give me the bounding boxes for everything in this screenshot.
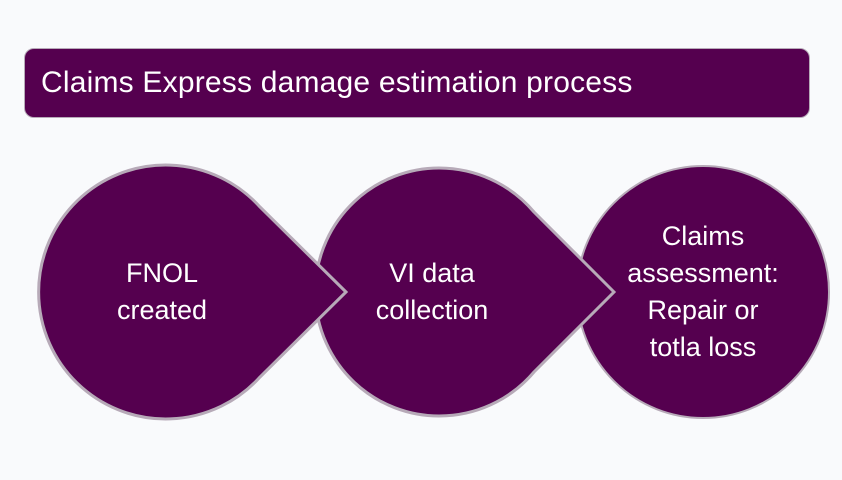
step-1-label: FNOL created xyxy=(116,258,208,325)
diagram-title: Claims Express damage estimation process xyxy=(41,66,633,99)
step-3-label: Claims assessment: Repair or totla loss xyxy=(627,221,779,362)
step-1-shape xyxy=(37,163,349,421)
step-2-label: VI data collection xyxy=(375,258,489,325)
title-banner: Claims Express damage estimation process xyxy=(24,48,810,118)
